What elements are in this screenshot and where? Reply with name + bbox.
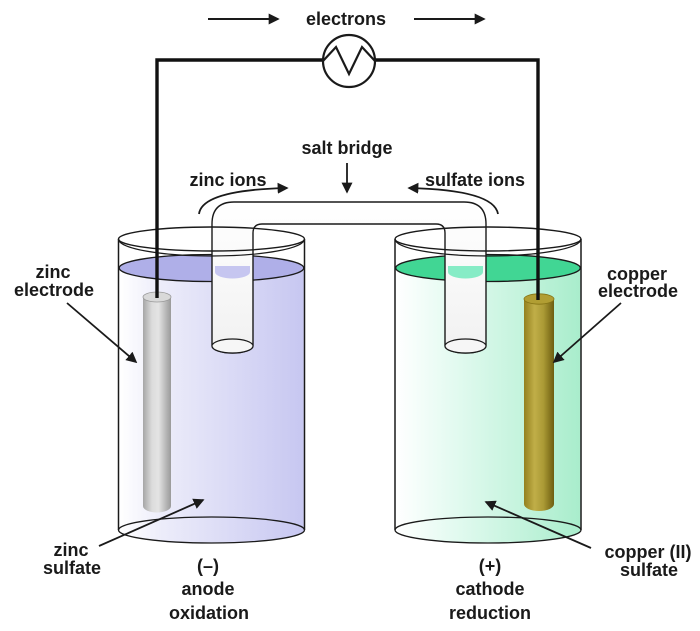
- copper-electrode: [523, 293, 555, 511]
- copper-solution-surface: [395, 253, 581, 283]
- copper-beaker-glass: [394, 226, 582, 544]
- zinc-electrode-arrow-icon: [66, 302, 138, 364]
- resistor-icon: [321, 33, 377, 89]
- svg-text:copper: copper: [607, 264, 667, 284]
- svg-text:zinc: zinc: [53, 540, 88, 560]
- svg-text:oxidation: oxidation: [169, 603, 249, 623]
- svg-text:electrode: electrode: [14, 280, 94, 300]
- sulfate-ions-arrow-icon: [407, 182, 499, 215]
- zinc-electrode: [142, 291, 172, 513]
- zinc-electrode-callout: zinc electrode: [14, 262, 138, 364]
- copper-electrode-arrow-icon: [552, 302, 622, 364]
- svg-text:cathode: cathode: [455, 579, 524, 599]
- svg-text:reduction: reduction: [449, 603, 531, 623]
- svg-text:(+): (+): [479, 556, 502, 576]
- salt-bridge-right-meniscus: [448, 266, 483, 279]
- svg-text:copper (II): copper (II): [604, 542, 691, 562]
- salt-bridge-right-tube-end: [444, 338, 487, 354]
- salt-bridge-left-tube-end: [211, 338, 254, 354]
- zinc-ions-arrow-icon: [198, 182, 289, 215]
- svg-text:(–): (–): [197, 556, 219, 576]
- copper-sulfate-callout: copper (II) sulfate: [484, 500, 692, 580]
- zinc-sulfate-arrow-icon: [98, 498, 205, 547]
- svg-text:anode: anode: [181, 579, 234, 599]
- cathode-caption: (+) cathode reduction: [449, 556, 531, 623]
- salt-bridge-label: salt bridge: [301, 138, 392, 158]
- svg-text:sulfate: sulfate: [620, 560, 678, 580]
- anode-caption: (–) anode oxidation: [169, 556, 249, 623]
- svg-text:electrode: electrode: [598, 281, 678, 301]
- zinc-beaker-glass: [117, 226, 306, 544]
- zinc-ions-label: zinc ions: [189, 170, 266, 190]
- salt-bridge-outline: [211, 201, 487, 354]
- salt-bridge-tube: [211, 201, 487, 354]
- copper-sulfate-arrow-icon: [484, 500, 592, 549]
- svg-text:sulfate: sulfate: [43, 558, 101, 578]
- copper-electrode-callout: copper electrode: [552, 264, 678, 364]
- svg-text:zinc: zinc: [35, 262, 70, 282]
- zinc-sulfate-callout: zinc sulfate: [43, 498, 205, 578]
- salt-bridge-left-meniscus: [215, 266, 250, 279]
- sulfate-ions-label: sulfate ions: [425, 170, 525, 190]
- electrons-label: electrons: [306, 9, 386, 29]
